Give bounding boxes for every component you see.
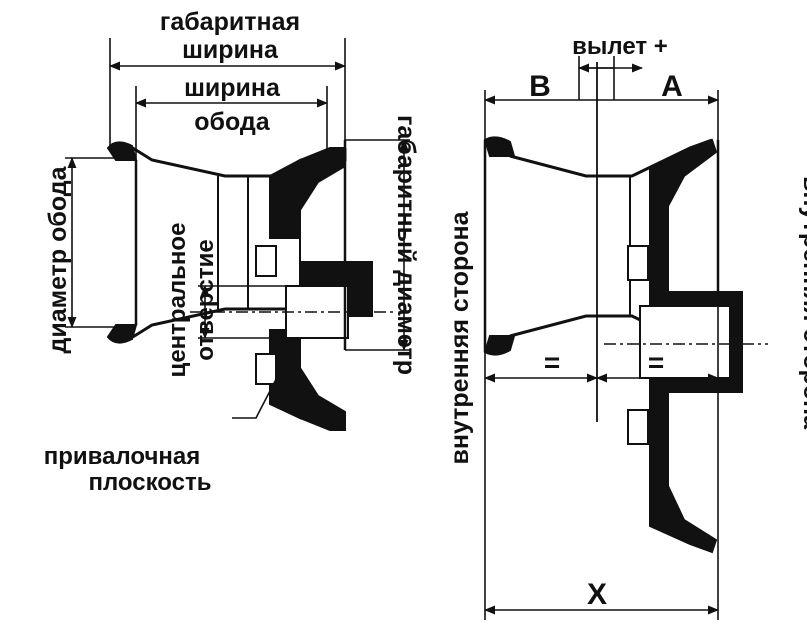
label-offset: вылет + [572,33,668,60]
label-overall-diameter: габаритный диаметр [392,115,420,375]
label-rim-width-2: обода [194,108,271,136]
label-mounting-plane-2: плоскость [88,469,211,496]
label-mounting-plane-1: привалочная [44,443,200,470]
label-equal-left: = [544,347,560,378]
label-x: X [587,578,607,611]
label-overall-width-1: габаритная [160,8,300,36]
label-center-bore-1: центральное [164,223,191,378]
right-rim-flange-bottom [483,335,516,356]
label-inner-side-cut: внутренняя сторона [798,176,807,430]
right-wheel [483,62,743,554]
right-rim-flange-top [483,136,516,157]
label-inner-side: внутренняя сторона [446,210,474,464]
label-center-bore-2: отверстие [192,239,219,360]
label-equal-right: = [648,347,664,378]
label-side-a: A [661,70,683,103]
label-rim-diameter: диаметр обода [44,165,72,353]
left-wheel [106,140,373,431]
left-dimensions [65,38,410,419]
label-side-b: B [529,70,551,103]
label-overall-width-2: ширина [182,36,279,64]
right-dimensions [483,56,768,620]
label-rim-width-1: ширина [184,74,281,102]
